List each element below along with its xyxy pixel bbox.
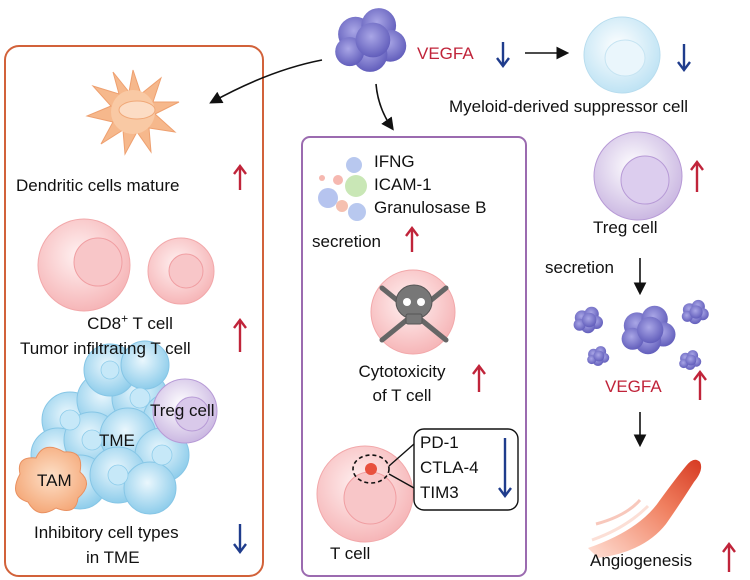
tumor-icon bbox=[335, 8, 407, 72]
cd8-label-line1: CD8+ T cell bbox=[87, 311, 173, 333]
cytokine-spheres-icon bbox=[318, 157, 367, 221]
tcell-label: T cell bbox=[330, 544, 371, 563]
cytotox-label-line1: Cytotoxicity bbox=[358, 362, 446, 381]
up-arrow-icon bbox=[233, 164, 247, 190]
dendritic-label: Dendritic cells mature bbox=[16, 176, 180, 195]
cytokine-granulosase: Granulosase B bbox=[374, 198, 487, 217]
checkpoint-box bbox=[413, 428, 519, 511]
angiogenesis-label: Angiogenesis bbox=[590, 551, 693, 570]
blood-vessel-icon bbox=[588, 459, 702, 558]
checkpoint-tim3: TIM3 bbox=[420, 483, 459, 502]
down-arrow-icon bbox=[677, 44, 691, 72]
tme-label: TME bbox=[99, 431, 135, 450]
checkpoint-ctla4: CTLA-4 bbox=[420, 458, 479, 477]
checkpoint-highlight bbox=[352, 454, 390, 484]
mdsc-label: Myeloid-derived suppressor cell bbox=[449, 97, 689, 116]
tme-treg-label: Treg cell bbox=[150, 401, 215, 420]
inhibitory-label-line2: in TME bbox=[86, 548, 140, 567]
up-arrow-icon bbox=[233, 318, 247, 352]
tcell-nucleus bbox=[343, 471, 397, 525]
tumor-vegfa-label: VEGFA bbox=[417, 44, 474, 63]
tam-label: TAM bbox=[37, 471, 72, 490]
cytokine-ifng: IFNG bbox=[374, 152, 415, 171]
left-panel-frame bbox=[4, 45, 264, 577]
down-arrow-icon bbox=[233, 524, 247, 554]
arrow-to-left-panel bbox=[209, 59, 323, 104]
right-vegfa-label: VEGFA bbox=[605, 377, 662, 396]
cytokine-icam1: ICAM-1 bbox=[374, 175, 432, 194]
mdsc-nucleus bbox=[604, 39, 646, 77]
down-arrow-icon bbox=[496, 42, 510, 68]
arrow-to-middle-panel bbox=[375, 83, 394, 131]
skull-icon bbox=[379, 284, 449, 343]
up-arrow-icon bbox=[722, 542, 736, 572]
right-secretion-label: secretion bbox=[545, 258, 614, 277]
vegfa-particles-icon bbox=[573, 299, 709, 370]
dendritic-cell-icon bbox=[85, 69, 180, 156]
cd8-tcell-small-nucleus bbox=[168, 253, 204, 289]
up-arrow-icon bbox=[690, 160, 704, 192]
checkpoint-dot-icon bbox=[365, 463, 377, 475]
treg-nucleus bbox=[620, 155, 670, 205]
tam-icon bbox=[15, 446, 87, 514]
inhibitory-label-line1: Inhibitory cell types bbox=[34, 523, 179, 542]
up-arrow-icon bbox=[472, 364, 486, 392]
cd8-tcell-large-nucleus bbox=[73, 237, 123, 287]
down-arrow-icon bbox=[498, 438, 512, 498]
middle-panel-frame bbox=[301, 136, 527, 577]
up-arrow-icon bbox=[405, 226, 419, 252]
up-arrow-icon bbox=[693, 370, 707, 400]
cytotox-label-line2: of T cell bbox=[372, 386, 432, 405]
treg-label: Treg cell bbox=[593, 218, 658, 237]
cd8-label-line2: Tumor infiltrating T cell bbox=[20, 339, 191, 358]
middle-secretion-label: secretion bbox=[312, 232, 381, 251]
checkpoint-pd1: PD-1 bbox=[420, 433, 459, 452]
